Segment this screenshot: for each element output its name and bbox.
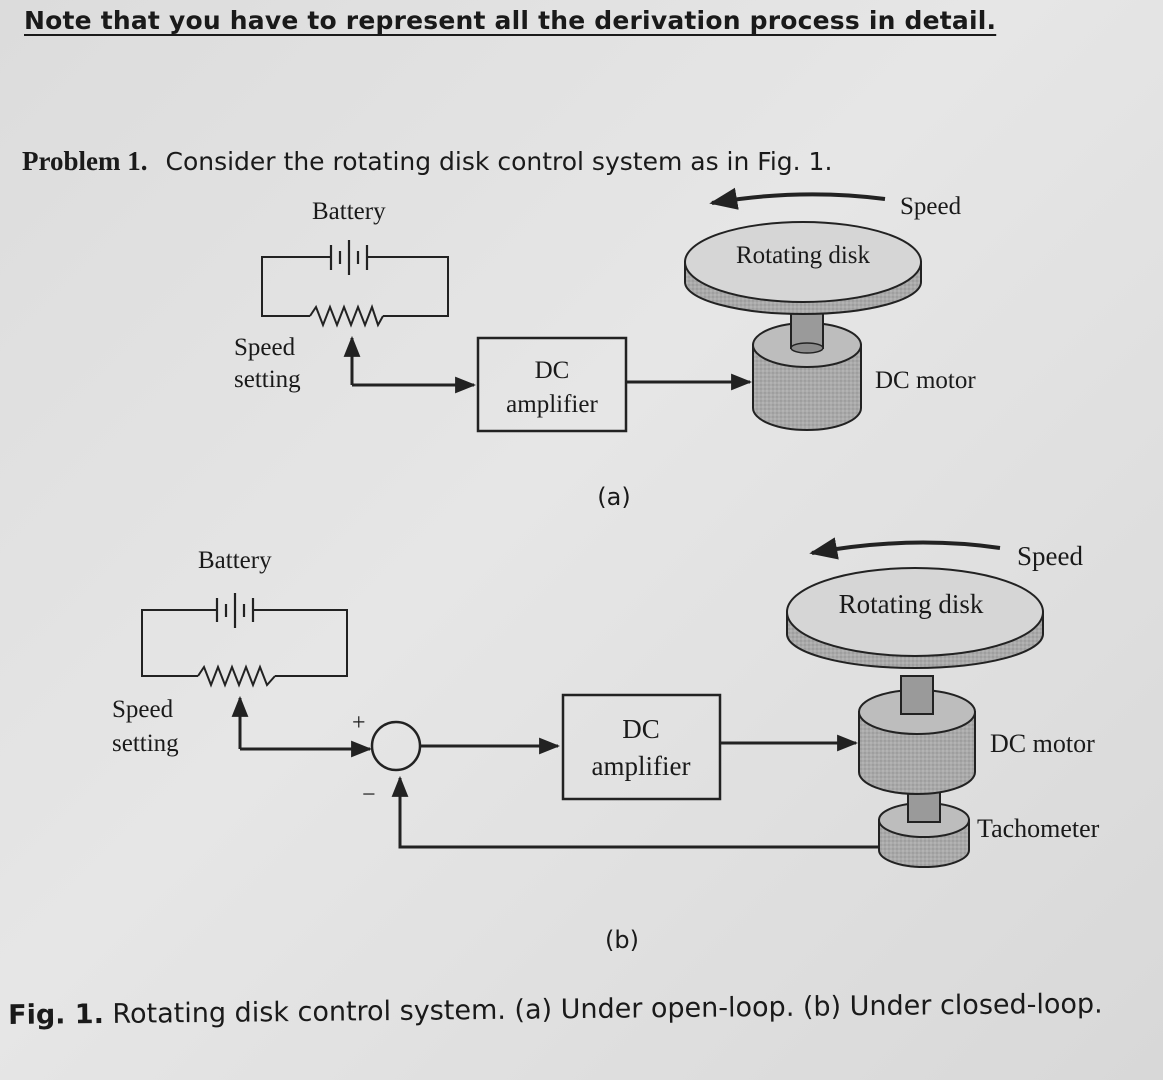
sub-label-b: (b) [605,926,639,954]
battery-label-a: Battery [312,198,386,225]
dc-amplifier-label-a-2: amplifier [506,391,598,418]
battery-label-b: Battery [198,547,272,574]
dc-amplifier-label-a: DC [535,357,570,384]
sub-label-a: (a) [597,483,630,511]
figure-b: Battery Speed setting + − DC amplifier [112,537,1100,954]
speed-setting-label-a-2: setting [234,366,301,393]
tachometer-label-b: Tachometer [977,814,1100,843]
speed-setting-label-b: Speed [112,696,174,723]
dc-amplifier-label-b: DC [622,714,660,744]
speed-setting-label-b-2: setting [112,730,179,757]
battery-circuit-b [141,593,348,688]
dc-amplifier-box-b [561,693,722,801]
problem-text: Consider the rotating disk control syste… [165,147,833,176]
rotating-disk-b [786,567,1044,669]
minus-sign-b: − [362,782,376,808]
plus-sign-b: + [352,710,366,736]
dc-motor-a [752,307,862,431]
instruction-note: Note that you have to represent all the … [24,6,997,35]
speed-setting-label-a: Speed [234,334,296,361]
speed-label-a: Speed [900,193,962,220]
speed-label-b: Speed [1017,541,1083,571]
rotating-disk-label-b: Rotating disk [839,589,984,619]
dc-motor-b [858,675,976,795]
feedback-wire-b [391,775,879,849]
rotating-disk-label-a: Rotating disk [736,242,871,269]
speed-arrow-a [709,187,886,210]
dc-motor-label-b: DC motor [990,729,1095,758]
caption-prefix: Fig. 1. [8,998,105,1031]
summing-junction-b [370,720,422,772]
problem-label: Problem 1. [22,146,148,176]
dc-amplifier-label-b-2: amplifier [592,751,691,781]
tachometer-b [878,787,970,868]
speed-arrow-b [809,537,1001,560]
dc-amplifier-box-a [476,336,628,433]
figure-a: Battery Speed setting DC amplifier [234,187,976,511]
rotating-disk-a [684,221,922,315]
dc-motor-label-a: DC motor [875,367,976,394]
problem-statement: Problem 1. Consider the rotating disk con… [22,146,832,177]
battery-circuit-a [261,240,449,328]
